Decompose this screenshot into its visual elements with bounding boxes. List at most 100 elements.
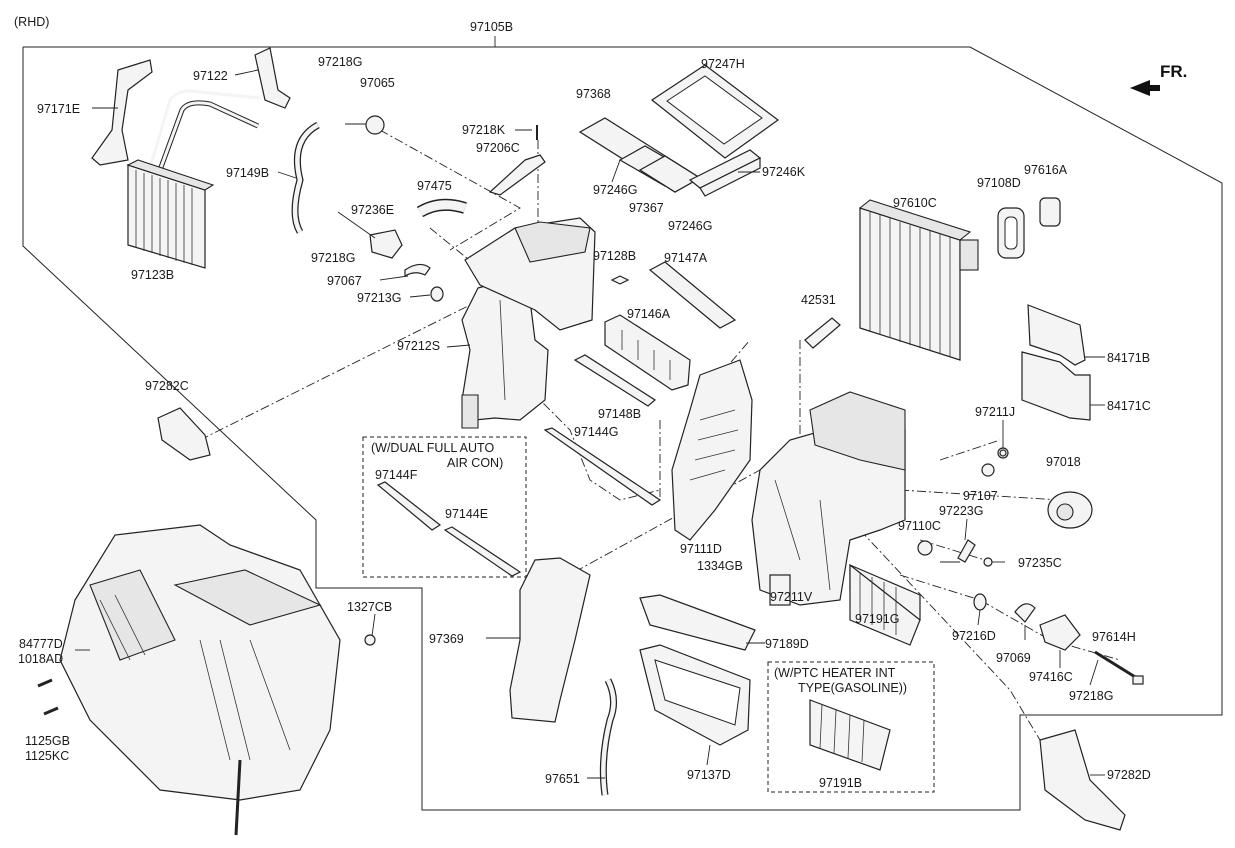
ptc-heater-97191G [849,563,921,646]
part-label: 97282D [1107,768,1151,782]
part-label: 97416C [1029,670,1073,684]
seal-97616A [1039,197,1061,227]
part-label: 42531 [801,293,836,307]
assembly-number: 97105B [470,20,513,34]
case-97111D [671,359,753,541]
part-label: 97171E [37,102,80,116]
part-label: 97144F [375,468,418,482]
duct-97282C [157,407,211,461]
clip-97107 [981,463,995,477]
part-label: 97206C [476,141,520,155]
door-97144F [376,481,442,531]
bracket-97171E [91,59,153,166]
heater-core-97123B [126,159,215,269]
clip-97128B [610,275,630,285]
dual-auto-box-line-1: (W/DUAL FULL AUTO [371,441,494,455]
heater-pipes [148,89,261,171]
part-label: 97108D [977,176,1021,190]
ptc-heater-option-box [767,661,935,793]
clip-97216D [973,593,987,611]
assembly-outline [22,46,1223,811]
variant-label: (RHD) [14,15,49,29]
actuator-97018 [1047,491,1093,529]
part-label: 84171C [1107,399,1151,413]
front-direction-label: FR. [1160,62,1187,81]
sensor-97614H [1094,650,1141,682]
part-label: 97223G [939,504,983,518]
part-label: 97189D [765,637,809,651]
part-labels: 97171E 97122 97218G 97065 97149B 97123B … [18,55,1151,790]
dual-auto-option-box [362,436,527,578]
ptc-box-line-1: (W/PTC HEATER INT [774,666,896,680]
pad-84171B [1027,304,1086,366]
part-label: 97211V [770,590,813,604]
alignment-lines [199,129,1121,741]
nut-1327CB [364,634,376,646]
clip-97235C [983,557,993,567]
part-label: 97128B [593,249,636,263]
duct-97369 [509,557,591,723]
cover-97189D [639,594,756,651]
part-label: 1125GB [25,734,70,748]
upper-case [464,217,596,331]
part-label: 97218G [1069,689,1113,703]
part-label: 1327CB [347,600,392,614]
part-label: 97651 [545,772,580,786]
part-label: 97018 [1046,455,1081,469]
assembled-hvac-unit [59,524,341,836]
clip-97122 [254,47,291,109]
part-label: 97144G [574,425,618,439]
part-label: 97110C [898,519,941,533]
part-label: 97475 [417,179,452,193]
part-label: 97246K [762,165,806,179]
dual-auto-box-line-2: AIR CON) [447,456,503,470]
door-97144G [543,427,662,506]
part-label: 97107 [963,489,998,503]
part-label: 97212S [397,339,440,353]
part-label: 84171B [1107,351,1150,365]
part-label: 97123B [131,268,174,282]
door-97148B [573,354,657,407]
leader-lines [75,69,1105,779]
front-direction-arrow-icon [1130,80,1160,96]
actuator-97236E [369,229,403,259]
part-label: 97065 [360,76,395,90]
link-97206C [488,154,546,196]
valve-97065 [345,115,385,135]
part-label: 97610C [893,196,937,210]
case-97137D [639,644,751,746]
part-label: 97191B [819,776,862,790]
clip-97213G [430,286,444,302]
evaporator-97610C [858,199,979,361]
part-label: 97211J [975,405,1015,419]
part-label: 97218G [318,55,362,69]
part-label: 97246G [668,219,712,233]
part-label: 97137D [687,768,731,782]
part-label: 97235C [1018,556,1062,570]
part-label: 84777D [19,637,63,651]
part-label: 97147A [664,251,708,265]
part-label: 97218K [462,123,506,137]
door-97147A [648,261,737,329]
actuator-97416C [1039,614,1081,651]
part-label: 97247H [701,57,745,71]
part-label: 97218G [311,251,355,265]
clip-97110C [917,540,933,556]
part-label: 97282C [145,379,189,393]
sensor-head [1132,675,1144,685]
frame-97247H [650,64,780,159]
part-label: 97616A [1024,163,1068,177]
bolt-1018AD [37,678,53,688]
clip-42531 [804,317,841,349]
lever-97067 [404,263,431,278]
door-97144E [443,526,522,577]
part-label: 97216D [952,629,996,643]
seal-set [578,117,762,197]
part-label: 97146A [627,307,671,321]
seal-97108D [997,207,1025,259]
part-label: 97067 [327,274,362,288]
part-label: 97246G [593,183,637,197]
part-label: 97236E [351,203,394,217]
part-label: 97069 [996,651,1031,665]
